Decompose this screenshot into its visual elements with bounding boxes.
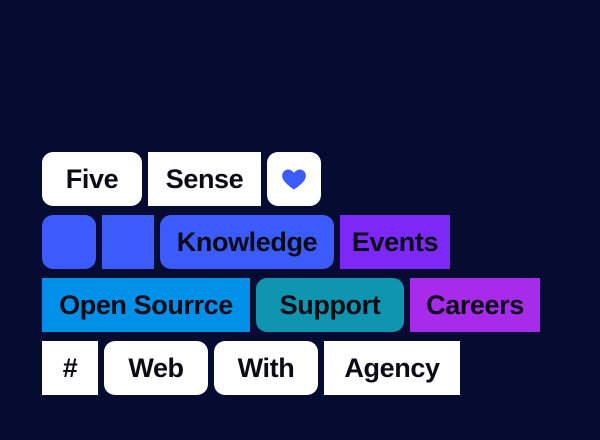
tag-support[interactable]: Support — [256, 278, 404, 332]
tag-label: Knowledge — [176, 226, 318, 257]
tag-label: With — [237, 352, 295, 383]
tag-label: Events — [351, 226, 439, 257]
tag-heart-icon[interactable] — [267, 152, 321, 206]
tag-label: Sense — [165, 163, 244, 194]
tag-with[interactable]: With — [214, 341, 318, 395]
tag-label: Careers — [426, 289, 524, 320]
tag-web[interactable]: Web — [104, 341, 208, 395]
tag-careers[interactable]: Careers — [410, 278, 540, 332]
tag-open-sourrce[interactable]: Open Sourrce — [42, 278, 250, 332]
tag-knowledge[interactable]: Knowledge — [160, 215, 334, 269]
tag-row: Five Sense — [42, 152, 321, 206]
tag-blank-1-1[interactable] — [102, 215, 154, 269]
tag-agency[interactable]: Agency — [324, 341, 460, 395]
tag-label: Five — [65, 163, 119, 194]
tag-[interactable]: # — [42, 341, 98, 395]
tag-blank-1-0[interactable] — [42, 215, 96, 269]
heart-icon — [280, 165, 308, 193]
tag-row: Knowledge Events — [42, 215, 450, 269]
tag-label: Support — [279, 289, 381, 320]
tag-label: Open Sourrce — [59, 289, 233, 320]
tag-five[interactable]: Five — [42, 152, 142, 206]
tag-label: # — [62, 352, 78, 383]
tag-events[interactable]: Events — [340, 215, 450, 269]
tag-row: Open Sourrce Support Careers — [42, 278, 540, 332]
tag-label: Web — [128, 352, 184, 383]
tag-row: # Web With Agency — [42, 341, 460, 395]
tag-sense[interactable]: Sense — [148, 152, 261, 206]
tag-label: Agency — [344, 352, 440, 383]
